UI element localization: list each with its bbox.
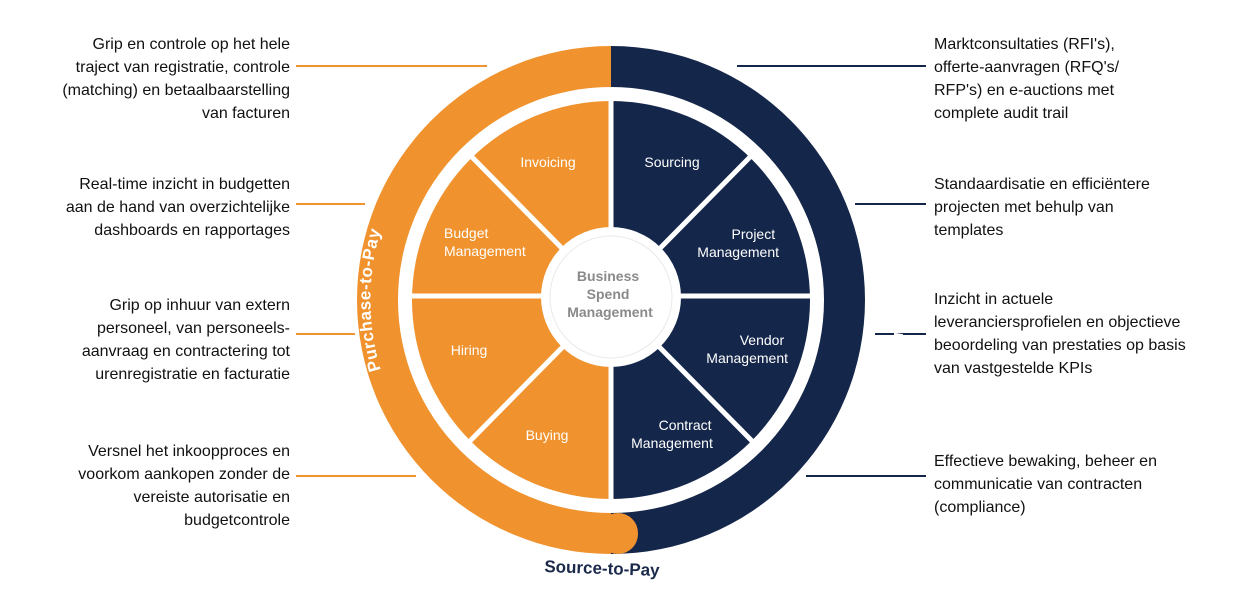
note-project-management: Standaardisatie en efficiëntere projecte…: [934, 176, 1150, 239]
connector-lines: [296, 65, 926, 477]
note-contract-management: Effectieve bewaking, beheer en communica…: [934, 453, 1157, 516]
bottom-label-source-to-pay: Source-to-Pay: [544, 557, 660, 580]
segment-buying: Buying: [526, 427, 569, 443]
note-sourcing: Marktconsultaties (RFI's), offerte-aanvr…: [934, 36, 1120, 122]
segment-hiring: Hiring: [451, 342, 488, 358]
center-title: Business Spend Management: [567, 268, 653, 320]
segment-project-management: Project Management: [697, 226, 779, 260]
segment-sourcing: Sourcing: [644, 154, 699, 170]
segment-invoicing: Invoicing: [520, 154, 575, 170]
segment-contract-management: Contract Management: [631, 417, 715, 451]
note-invoicing: Grip en controle op het hele traject van…: [62, 36, 290, 122]
inner-wheel: [411, 100, 811, 500]
center-circle: [549, 235, 673, 359]
note-buying: Versnel het inkoopproces en voorkom aank…: [78, 443, 290, 529]
ring-label-source-to-contract: Source-to-Contract: [879, 215, 911, 386]
inner-half-left: [412, 101, 611, 499]
outer-ring-orange-tail: [598, 513, 638, 554]
note-budget-management: Real-time inzicht in budgetten aan de ha…: [65, 176, 290, 239]
note-hiring: Grip op inhuur van extern personeel, van…: [81, 297, 290, 383]
segment-budget-management: Budget Management: [444, 225, 526, 259]
inner-half-right: [611, 101, 810, 499]
note-vendor-management: Inzicht in actuele leveranciersprofielen…: [934, 291, 1186, 377]
segment-vendor-management: Vendor Management: [706, 332, 788, 366]
